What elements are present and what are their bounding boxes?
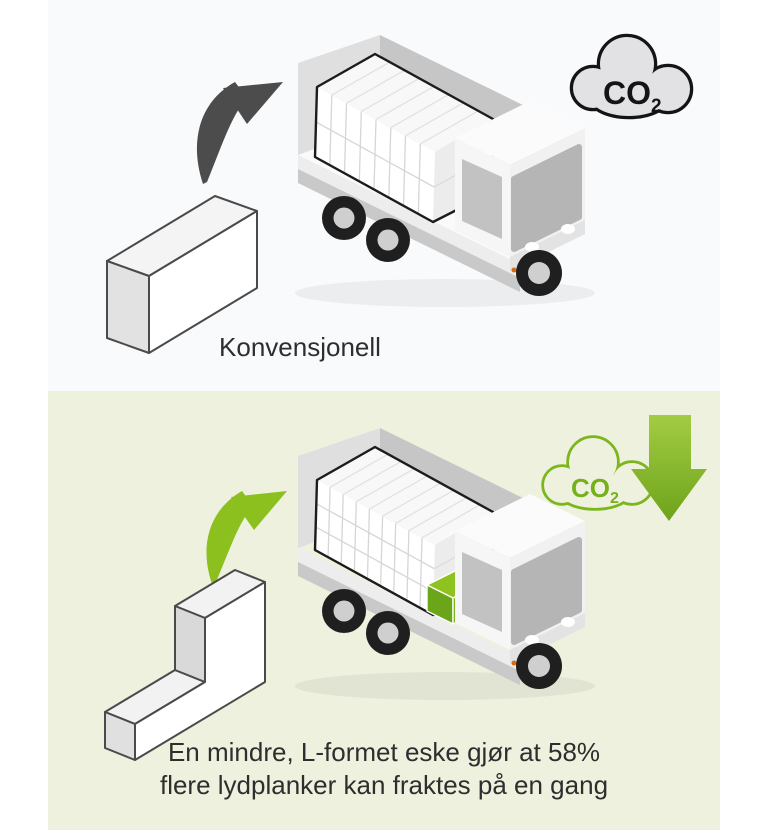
- l-shaped-box-illustration: [104, 569, 266, 761]
- co2-down-arrow-icon: [631, 415, 707, 521]
- rear-wheels: [322, 589, 410, 655]
- co2-cloud-icon: CO2: [569, 33, 694, 120]
- improved-curved-arrow-icon: [206, 491, 287, 584]
- conventional-truck-illustration: [295, 35, 595, 307]
- cargo-box-stack: [313, 52, 495, 224]
- conventional-box-illustration: [106, 195, 258, 354]
- improved-truck-illustration: [295, 428, 595, 700]
- rear-wheels: [322, 196, 410, 262]
- conventional-curved-arrow-icon: [196, 82, 283, 184]
- improved-caption: En mindre, L-formet eske gjør at 58% fle…: [84, 736, 684, 802]
- conventional-label: Konvensjonell: [219, 332, 381, 362]
- co2-green-cloud-icon: CO2: [541, 435, 655, 511]
- caption-line-2: flere lydplanker kan fraktes på en gang: [159, 770, 609, 800]
- caption-line-1: En mindre, L-formet eske gjør at 58%: [167, 737, 601, 767]
- truck-cab: [455, 494, 585, 689]
- co2-reduction-icon: CO2: [541, 415, 707, 521]
- co2-label: CO2: [603, 75, 662, 117]
- co2-label: CO2: [571, 473, 619, 507]
- truck-cab: [455, 101, 585, 296]
